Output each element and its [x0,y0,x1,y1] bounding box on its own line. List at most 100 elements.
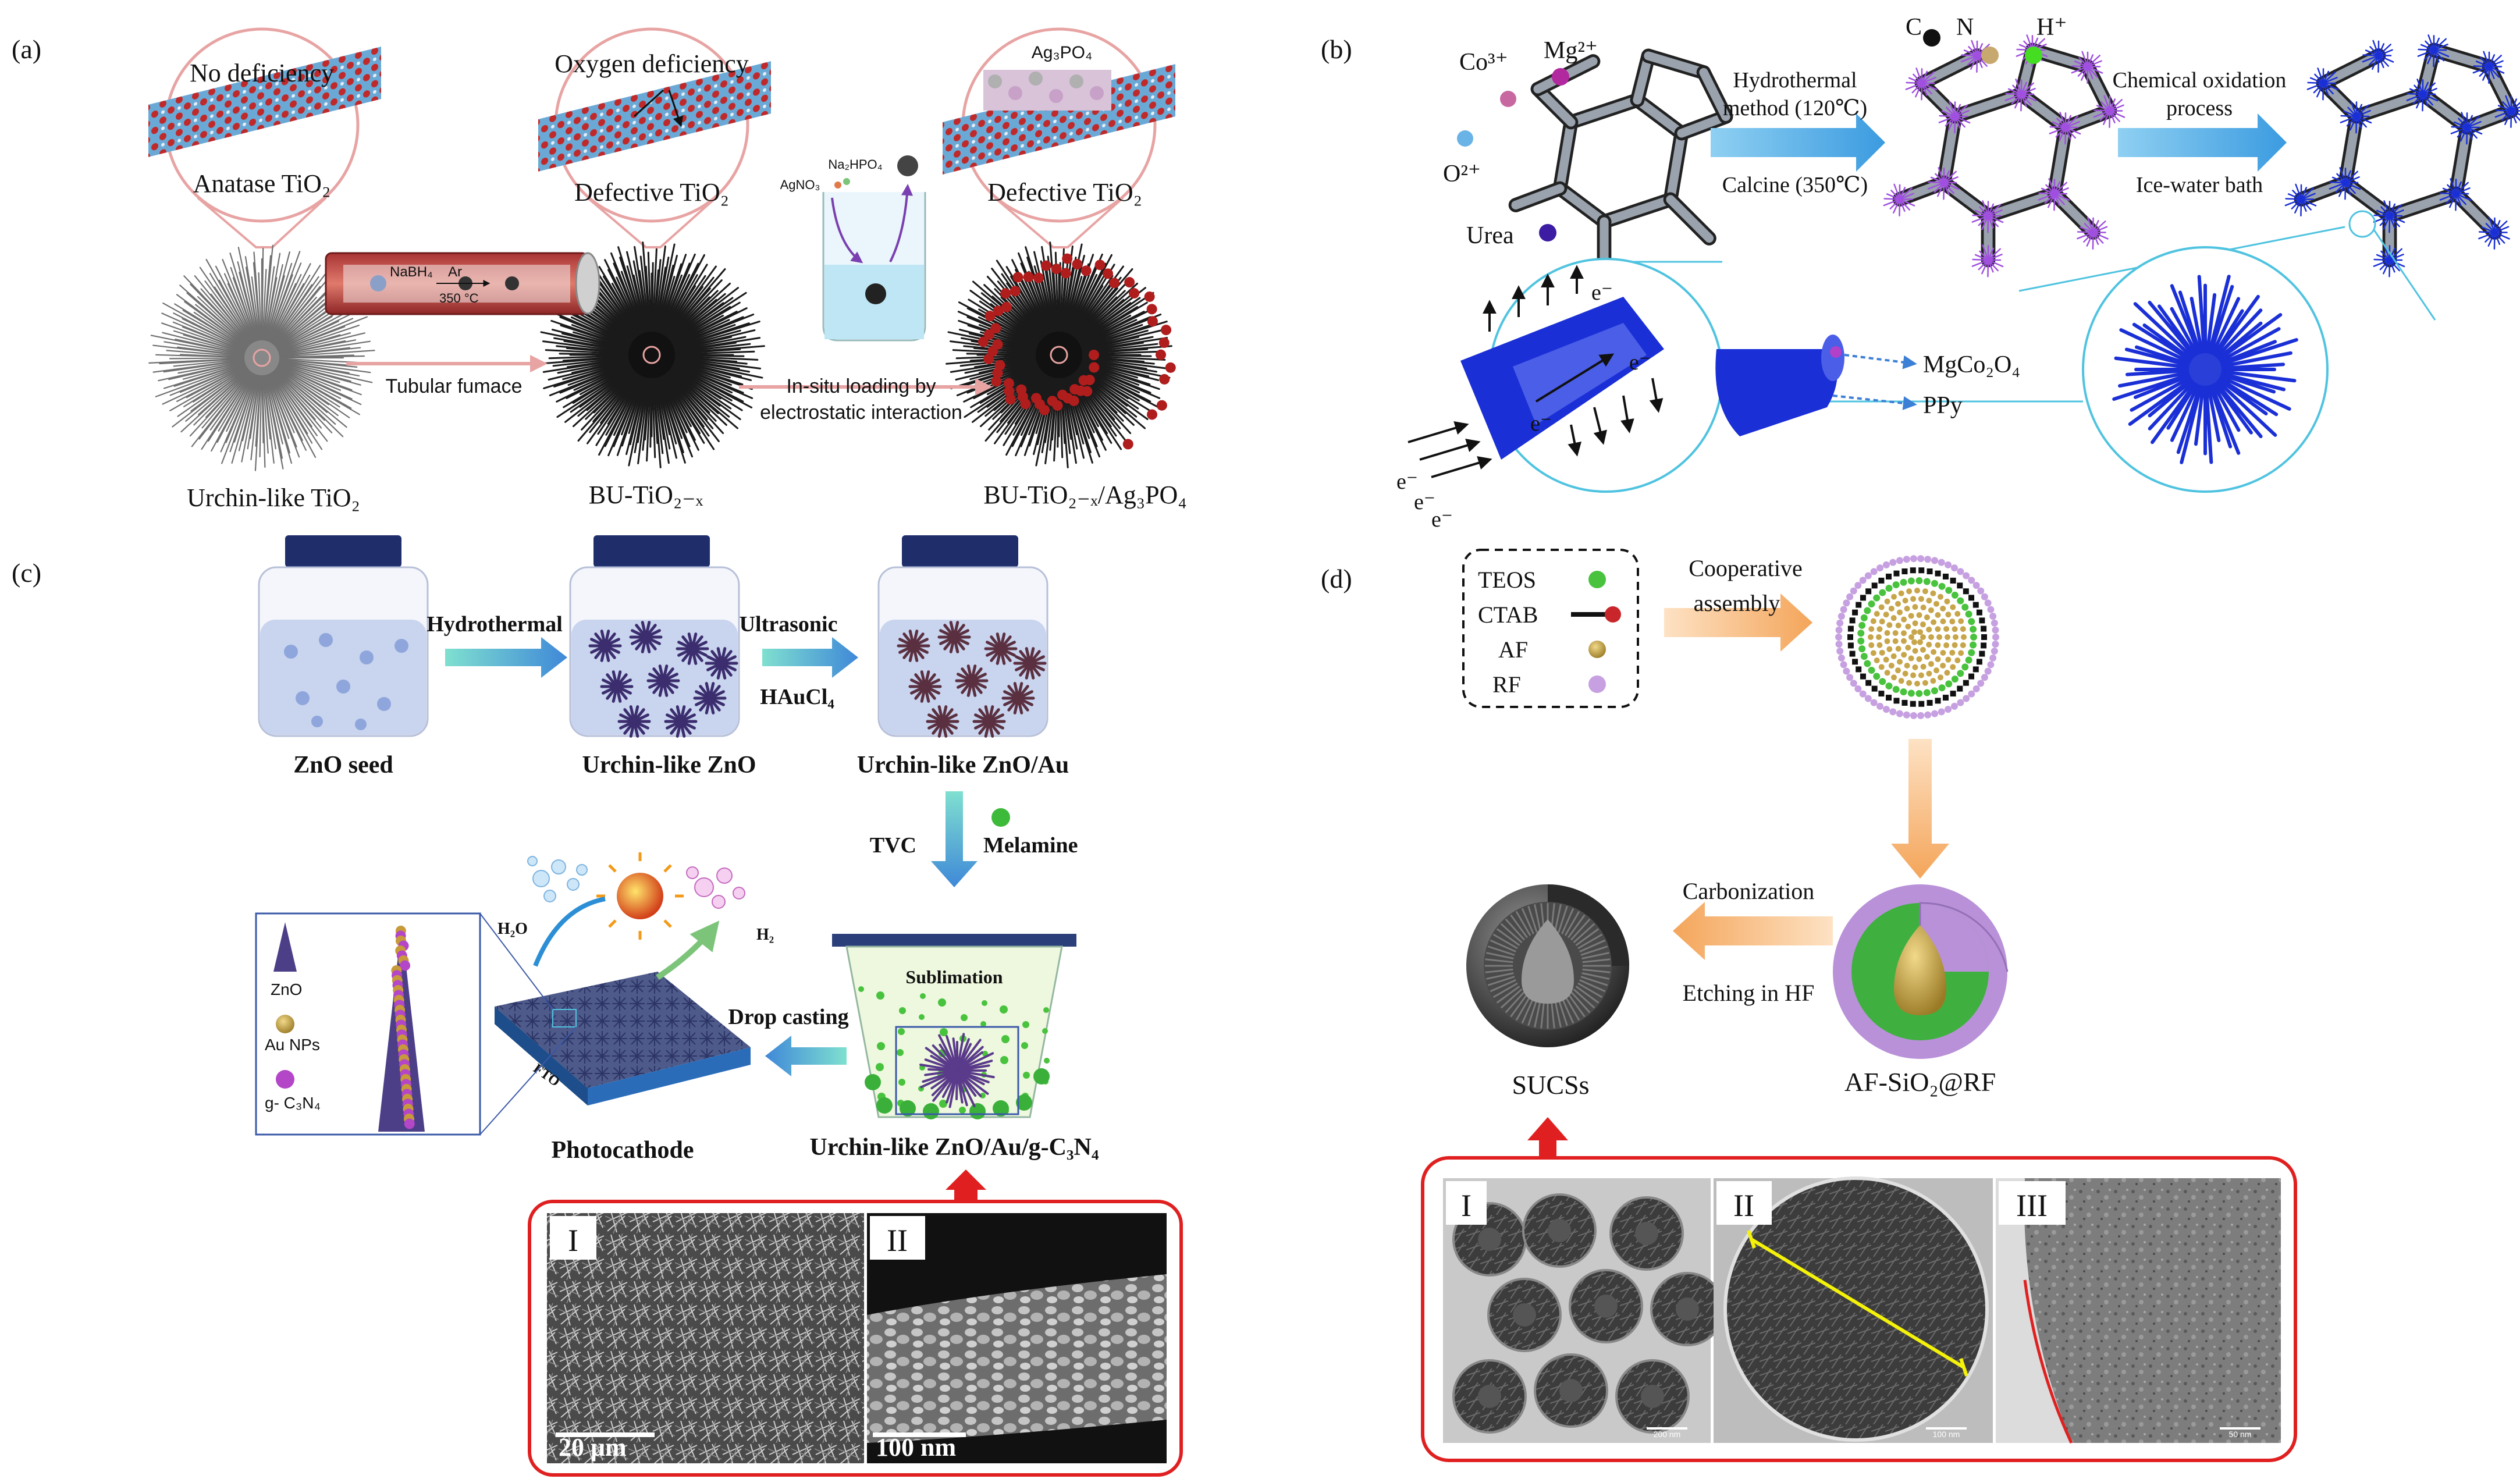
tem3-scale: 50 nm [2229,1430,2252,1439]
beaker-urchin [865,283,886,304]
beaker-reagent-2: AgNO₃ [780,177,820,192]
arrow1-top: Hydrothermal [1733,68,1857,93]
anatase-lattice [148,47,381,157]
urchin-bu-tio2-ag3po4 [946,241,1176,468]
framework-mgco2o4-ppy [2284,34,2520,278]
tem1-label: I [1461,1188,1472,1223]
ion-co: Co³⁺ [1459,49,1508,76]
arrow-b-1 [1711,113,1885,172]
arrow2-bottom: Ice-water bath [2136,173,2263,197]
arrow1-top2: method (120℃) [1723,96,1867,120]
jar1-label: ZnO seed [293,752,393,778]
arrow-c3-right: Melamine [983,833,1078,858]
elem-n: N [1956,14,1974,41]
bubble2-title: Oxygen deficiency [555,49,749,78]
panel-d: (d) TEOS CTAB AF RF Cooperative assembly [1321,549,2297,1462]
electron-label-2: e⁻ [1530,411,1552,436]
rf-dot [1588,675,1606,693]
rod-legend: MgCo₂O₄ PPy [1715,335,2020,436]
h2o-label: H₂O [497,920,528,938]
legend-gcn: g- C₃N₄ [265,1094,321,1112]
arrow-d3-bottom: Etching in HF [1683,980,1815,1006]
jar3-label: Urchin-like ZnO/Au [857,752,1069,778]
jar2-label: Urchin-like ZnO [582,752,756,778]
electron-label-3: e⁻ [1629,350,1651,375]
arrow2-top2: process [2166,96,2233,120]
legend-au: Au NPs [265,1036,320,1054]
zoom-target-circle [2348,210,2376,238]
electron-label-1: e⁻ [1591,280,1613,305]
panel-c-label: (c) [12,558,41,588]
urea-dot [1539,224,1556,241]
panel-d-label: (d) [1321,564,1352,593]
panel-a-label: (a) [12,34,41,64]
arrow-c2-bottom: HAuCl₄ [760,685,834,709]
h2o-arrow [533,897,606,967]
jar-urchin-zno-au: Urchin-like ZnO/Au [857,535,1069,778]
arrow-d-1 [1664,593,1812,652]
product-label-3: BU-TiO₂₋ₓ/Ag₃PO₄ [983,481,1186,509]
nanorod-inset: ZnO Au NPs g- C₃N₄ [255,912,577,1136]
af-core [1894,925,1946,1015]
ag3po4-crystal [983,70,1111,111]
bubble-oxygen-deficiency: Oxygen deficiency Defective TiO₂ [538,27,771,248]
sem-image-1 [547,1213,864,1463]
arrow-c-1 [445,637,567,678]
defective-lattice-1 [538,61,771,172]
nanorod-zoom: e⁻ e⁻ e⁻ e⁻ e⁻ e⁻ [1396,258,1723,532]
panel-a: (a) No deficiency Anatase TiO₂ Oxygen de… [12,27,1187,512]
diameter-line [1750,1238,1965,1369]
ion-urea: Urea [1466,222,1514,249]
electron-label-5: e⁻ [1414,490,1435,514]
sublimation-crucible: Sublimation [832,934,1076,1119]
step1-label: Tubular fumace [386,375,523,397]
mg-ion-dot [1552,68,1569,86]
bubble3-title: Ag₃PO₄ [1032,43,1093,62]
sem1-label: I [568,1223,578,1258]
arrow-d1-line1: Cooperative [1689,555,1803,581]
teos-dot [1588,571,1606,588]
h2-arrow [656,920,720,980]
arrow-d-2 [1891,739,1949,879]
h-dot [2025,47,2042,64]
h2o-bubbles [527,856,588,902]
fto-substrate: FTO [495,972,751,1105]
legend-zno-cone [273,922,297,972]
sem2-label: II [887,1223,908,1258]
arrow-c-2 [762,637,858,678]
legend-rf: RF [1492,671,1521,698]
legend-zno: ZnO [271,980,302,998]
product-label-c: Urchin-like ZnO/Au/g-C₃N₄ [810,1134,1099,1161]
furnace-gas: Ar [448,264,462,280]
panel-b-label: (b) [1321,34,1352,64]
legend-au-dot [276,1015,294,1033]
furnace-reagent: NaBH₄ [390,264,433,280]
arrow-d-3 [1673,902,1833,960]
product-label-1: Urchin-like TiO₂ [187,483,360,512]
product-label-d1: AF-SiO₂@RF [1844,1067,1996,1097]
arrow-c3-left: TVC [870,833,916,858]
sun-icon [617,873,663,919]
ion-o: O²⁺ [1443,161,1481,187]
photocathode-label: Photocathode [552,1137,694,1164]
sem1-scale: 20 μm [559,1433,627,1462]
af-dot [1588,641,1606,658]
tem-images-box: I II III 200 nm 100 nm 50 nm [1421,1156,2297,1462]
arrow-b-2 [2118,113,2287,172]
h2-bubbles [686,866,745,909]
legend-ctab: CTAB [1478,602,1538,628]
urchin-tio2 [148,244,375,471]
sem-images-box: I II 20 μm 100 nm [528,1200,1183,1477]
arrow-d1-line2: assembly [1694,590,1780,616]
bubble-anatase: No deficiency Anatase TiO₂ [148,27,381,248]
jar-urchin-zno: Urchin-like ZnO [569,535,756,778]
urchin-bu-tio2 [538,241,765,468]
arrow-d3-top: Carbonization [1683,878,1815,904]
beaker: Na₂HPO₄ AgNO₃ [780,155,926,342]
elem-c: C [1906,14,1922,41]
bubble3-subtitle: Defective TiO₂ [987,178,1142,207]
ion-mg: Mg²⁺ [1544,37,1598,64]
arrow-c-4 [765,1036,847,1076]
electron-label-6: e⁻ [1431,507,1453,532]
o-ion-dot [1457,130,1473,147]
